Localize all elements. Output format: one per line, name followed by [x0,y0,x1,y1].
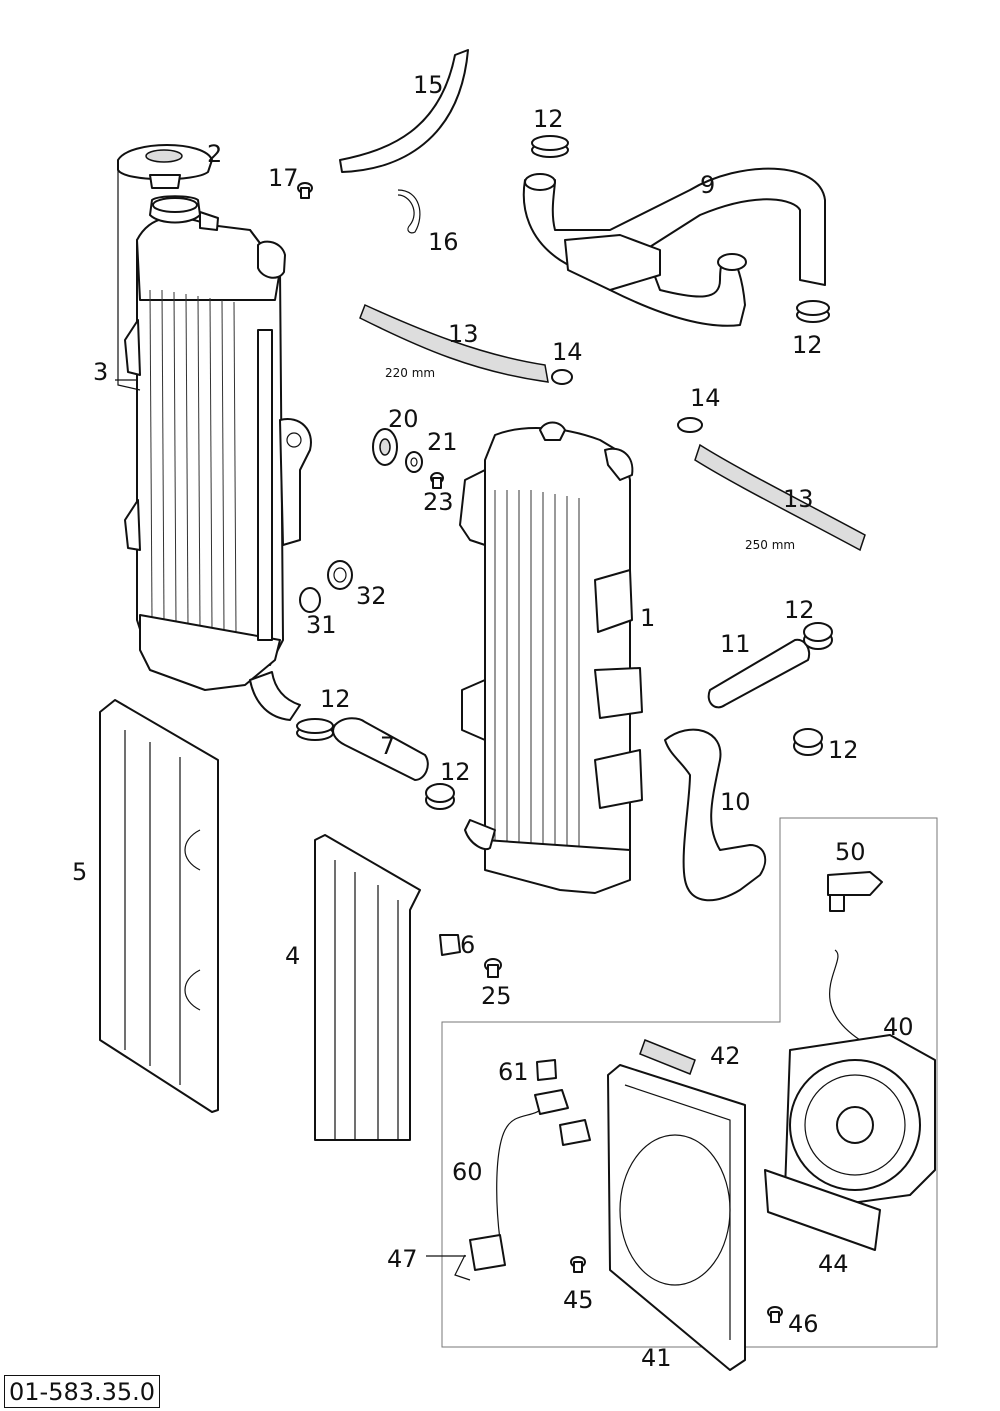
callout-10: 10 [720,788,751,816]
callout-20: 20 [388,405,419,433]
right-radiator [459,421,643,894]
hose-13-220mm [359,303,549,383]
fan-40 [784,1034,936,1211]
clamp-12-right-top [796,300,830,323]
fan-kit-frame [441,817,938,1348]
grommet-20 [372,428,398,466]
bolt-23 [430,472,444,489]
callout-31: 31 [306,611,337,639]
callout-23: 23 [423,488,454,516]
hose-11 [707,638,811,709]
callout-46: 46 [788,1310,819,1338]
callout-12-hose11: 12 [784,596,815,624]
radiator-guard-4 [314,834,421,1141]
callout-14-right: 14 [690,384,721,412]
clamp-14-right [677,417,703,433]
hose-15 [339,49,469,173]
clamp-12-lower [793,728,823,756]
callout-47: 47 [387,1245,418,1273]
callout-3: 3 [93,358,109,386]
radiator-filler-neck [149,195,219,231]
callout-25: 25 [481,982,512,1010]
callout-12-top: 12 [533,105,564,133]
callout-2: 2 [207,140,223,168]
hose-10 [664,728,767,902]
callout-12-lower: 12 [828,736,859,764]
callout-5: 5 [72,858,88,886]
callout-13-right: 13 [783,485,814,513]
callout-9: 9 [700,171,716,199]
left-radiator [124,216,312,721]
callout-4: 4 [285,942,301,970]
callout-1: 1 [640,604,656,632]
callout-41: 41 [641,1344,672,1372]
temp-switch-50 [827,871,883,912]
fan-cable [829,949,861,1041]
hose-9 [522,167,826,327]
callout-11: 11 [720,630,751,658]
clamp-12-hose11 [803,622,833,650]
wire-harness-60 [454,1089,591,1281]
plate-44 [764,1169,881,1251]
plug-32 [327,560,353,590]
hose-7 [332,717,429,781]
callout-17: 17 [268,164,299,192]
callout-6: 6 [460,931,476,959]
callout-42: 42 [710,1042,741,1070]
foam-42 [639,1039,696,1075]
callout-21: 21 [427,428,458,456]
callout-44: 44 [818,1250,849,1278]
clamp-12-top [531,135,569,158]
hose-length-note-250: 250 mm [745,538,796,552]
callout-16: 16 [428,228,459,256]
clamp-14-left [551,369,573,385]
callout-60: 60 [452,1158,483,1186]
radiator-guard-5 [99,699,219,1113]
bolt-45 [570,1256,586,1273]
callout-40: 40 [883,1013,914,1041]
callout-15: 15 [413,71,444,99]
callout-32: 32 [356,582,387,610]
callout-7: 7 [380,732,396,760]
seal-31 [299,587,321,613]
connector-61 [536,1059,557,1081]
radiator-cap [117,144,213,189]
hose-length-note-220: 220 mm [385,366,436,380]
nut-6 [439,934,461,956]
callout-61: 61 [498,1058,529,1086]
callout-13-left: 13 [448,320,479,348]
clamp-12-left [296,718,334,741]
bolt-17 [297,182,313,199]
clamp-12-mid [425,783,455,810]
callout-14-left: 14 [552,338,583,366]
callout-12-right: 12 [792,331,823,359]
callout-45: 45 [563,1286,594,1314]
washer-21 [405,451,423,473]
clip-16 [397,189,421,234]
bolt-46 [767,1306,783,1323]
hose-13-250mm [694,443,866,552]
drawing-code: 01-583.35.0 [4,1375,161,1408]
bolt-25 [484,958,502,978]
callout-12-mid: 12 [440,758,471,786]
callout-50: 50 [835,838,866,866]
fan-shroud-41 [607,1064,746,1371]
callout-12-left: 12 [320,685,351,713]
